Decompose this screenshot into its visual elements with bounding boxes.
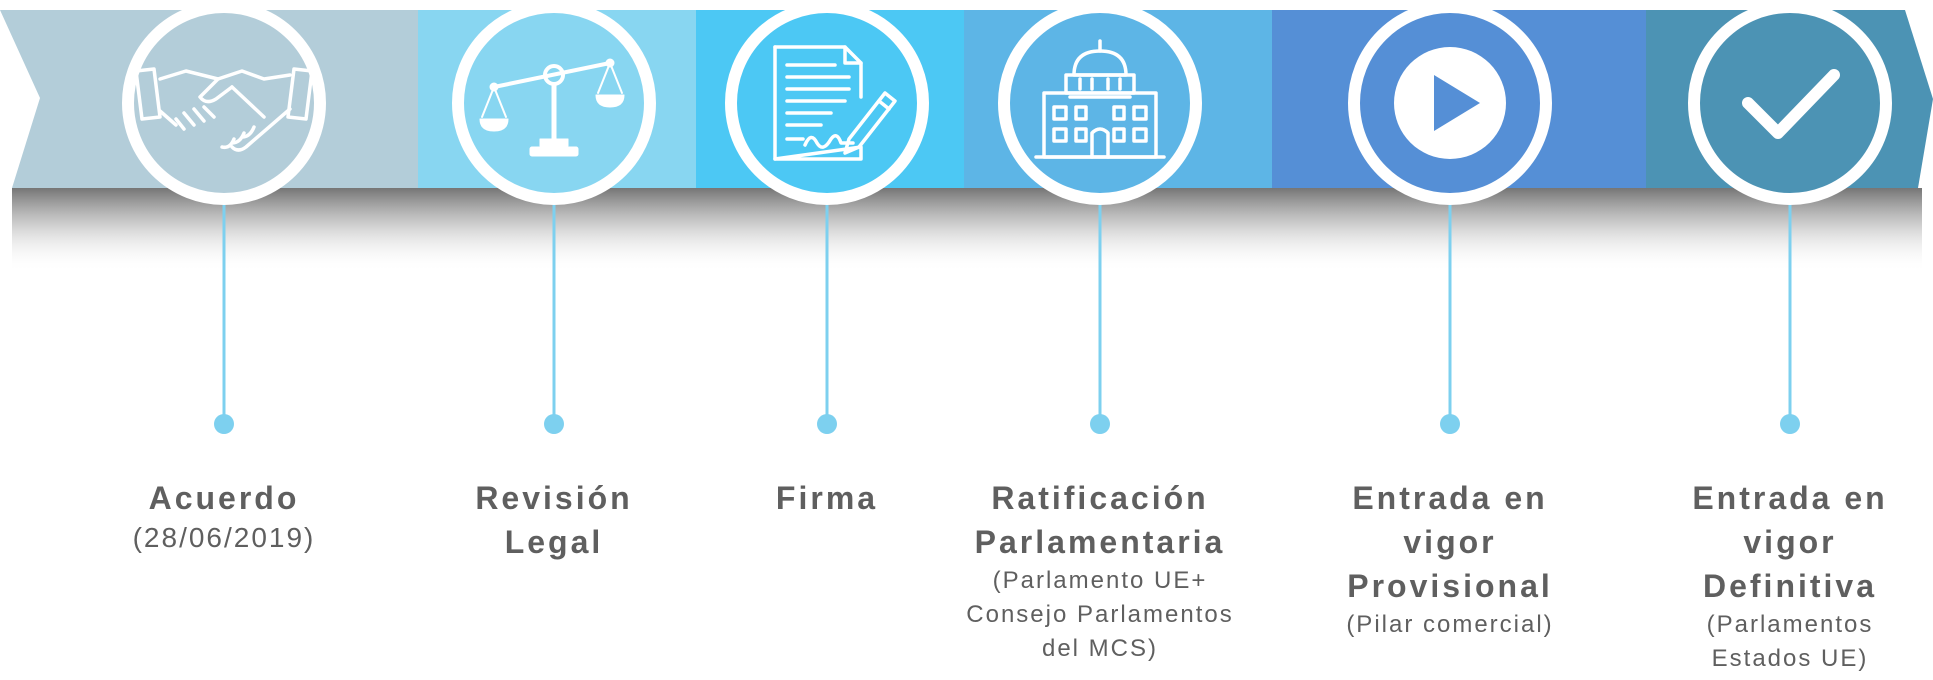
step-title: Firma (775, 480, 879, 516)
connectors (222, 205, 1792, 422)
circle-ratificacion (998, 1, 1202, 205)
step-label-definitiva: Entrada en vigor Definitiva (Parlamentos… (1670, 476, 1910, 676)
step-subtitle: (Parlamentos Estados UE) (1706, 611, 1874, 672)
dot-revision (544, 414, 564, 434)
dot-ratificacion (1090, 414, 1110, 434)
handshake-icon (134, 67, 314, 152)
step-subtitle: (Parlamento UE+ Consejo Parlamentos del … (966, 567, 1234, 662)
signed-document-icon (773, 45, 897, 161)
step-title: Revisión Legal (475, 480, 633, 560)
step-label-ratificacion: Ratificación Parlamentaria (Parlamento U… (890, 476, 1310, 666)
step-label-firma: Firma (742, 476, 912, 520)
step-title: Entrada en vigor Definitiva (1692, 480, 1888, 604)
dot-definitiva (1780, 414, 1800, 434)
step-title: Entrada en vigor Provisional (1347, 480, 1553, 604)
parliament-building-icon (1034, 39, 1166, 159)
step-label-revision: Revisión Legal (454, 476, 654, 564)
step-circles (122, 1, 1892, 205)
dot-provisional (1440, 414, 1460, 434)
dot-firma (817, 414, 837, 434)
step-subtitle: (28/06/2019) (132, 522, 316, 553)
play-icon (1394, 47, 1506, 159)
step-label-acuerdo: Acuerdo (28/06/2019) (84, 476, 364, 556)
scales-icon (479, 58, 625, 157)
connector-dots (214, 414, 1800, 434)
check-icon (1742, 69, 1840, 139)
circle-firma (725, 1, 929, 205)
step-title: Ratificación Parlamentaria (974, 480, 1226, 560)
band-shadow (12, 188, 1922, 272)
circle-acuerdo (122, 1, 326, 205)
circle-definitiva (1688, 1, 1892, 205)
step-subtitle: (Pilar comercial) (1346, 611, 1554, 638)
step-label-provisional: Entrada en vigor Provisional (Pilar come… (1330, 476, 1570, 642)
dot-acuerdo (214, 414, 234, 434)
step-title: Acuerdo (148, 480, 300, 516)
